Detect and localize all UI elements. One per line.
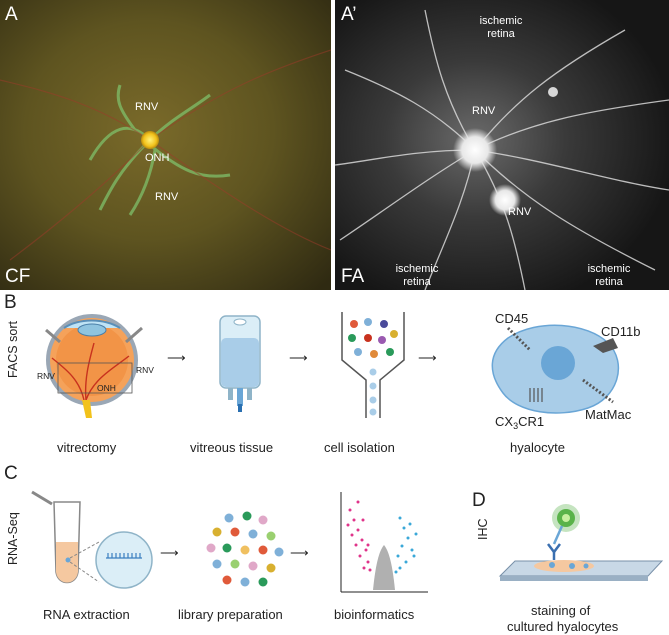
marker-cd45: CD45: [495, 311, 529, 326]
vitreous-bag-illustration: [219, 315, 261, 412]
arrow-c1-icon: ⟶: [160, 545, 179, 560]
ihc-illustration: [498, 504, 664, 581]
ischemic-right-line2: retina: [595, 276, 623, 288]
secondary-antibody-icon: [552, 525, 564, 545]
rnv-label-center: RNV: [472, 105, 496, 117]
panel-b-side-label: FACS sort: [6, 321, 20, 378]
marker-cd11b: CD11b: [601, 324, 641, 339]
panel-c-letter: C: [4, 463, 18, 484]
step-hyalocyte: hyalocyte: [510, 440, 565, 455]
step-bioinformatics: bioinformatics: [334, 607, 415, 622]
ischemic-top-line1: ischemic: [479, 15, 523, 27]
panel-a-prime-letter: A’: [341, 4, 357, 25]
panel-a-corner-label: CF: [5, 266, 31, 287]
angiography-image: [335, 0, 669, 290]
rnv-label-top: RNV: [135, 101, 159, 113]
primary-antibody-icon: [547, 543, 561, 555]
arrow-b2-icon: ⟶: [289, 350, 308, 365]
step-cell-isolation: cell isolation: [324, 440, 395, 455]
eye-rnv-left-label: RNV: [37, 371, 55, 381]
marker-cx3cr1: CX3CR1: [495, 414, 545, 431]
eye-onh-label: ONH: [97, 383, 116, 393]
eye-rnv-right-label: RNV: [136, 365, 154, 375]
step-vitrectomy: vitrectomy: [57, 440, 117, 455]
ischemic-top-line2: retina: [487, 28, 515, 40]
rnv-leakage-center: [453, 128, 497, 172]
cell-isolation-illustration: [341, 312, 405, 418]
library-preparation-illustration: [206, 511, 284, 587]
rnv-label-lower: RNV: [508, 206, 532, 218]
volcano-downregulated-points: [394, 516, 418, 574]
vitrectomy-probe-right-icon: [125, 326, 143, 344]
cd45-antibody-icon: [506, 326, 532, 352]
panel-a-prime-photo: [335, 0, 669, 290]
ihc-caption-line2: cultured hyalocytes: [507, 619, 619, 634]
rnv-leakage-lower: [489, 184, 521, 216]
rnv-label-bottom: RNV: [155, 191, 179, 203]
panel-c-side-label: RNA-Seq: [6, 512, 20, 565]
marker-matmac: MatMac: [585, 407, 632, 422]
arrow-b3-icon: ⟶: [418, 350, 437, 365]
arrow-b1-icon: ⟶: [167, 350, 186, 365]
ihc-caption-line1: staining of: [531, 603, 591, 618]
vitrectomy-probe-left-icon: [45, 328, 61, 344]
step-library-preparation: library preparation: [178, 607, 283, 622]
ischemic-left-line2: retina: [403, 276, 431, 288]
volcano-plot-illustration: [340, 492, 428, 593]
eye-illustration: [45, 314, 143, 418]
panel-a-letter: A: [5, 4, 18, 25]
rna-extraction-illustration: [31, 490, 153, 589]
panel-a-photo: [0, 0, 331, 290]
ischemic-right-line1: ischemic: [587, 263, 631, 275]
arrow-c2-icon: ⟶: [290, 545, 309, 560]
optic-nerve-head: [141, 131, 159, 149]
cd11b-receptor-icon: [593, 338, 618, 353]
panel-d-letter: D: [472, 490, 486, 511]
panel-d-side-label: IHC: [476, 518, 490, 540]
panel-b-letter: B: [4, 292, 17, 313]
volcano-upregulated-points: [346, 500, 372, 572]
ischemic-left-line1: ischemic: [395, 263, 439, 275]
panel-a-prime-corner-label: FA: [341, 266, 365, 287]
onh-label: ONH: [145, 152, 170, 164]
fundus-image: [0, 0, 331, 290]
hyalocyte-illustration: [491, 324, 619, 414]
step-vitreous-tissue: vitreous tissue: [190, 440, 274, 455]
rna-strand-icon: [106, 553, 142, 559]
step-rna-extraction: RNA extraction: [43, 607, 130, 622]
cx3cr1-receptor-icon: [529, 388, 543, 402]
